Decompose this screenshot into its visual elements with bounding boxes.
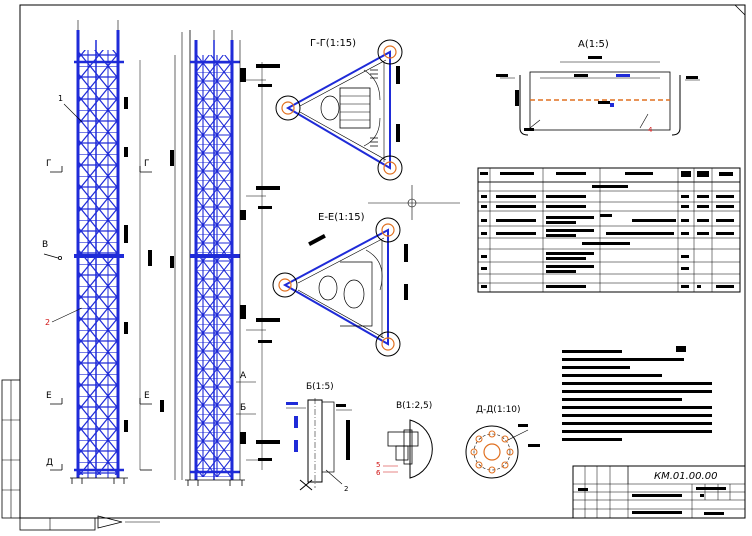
tower-middle [160,30,280,486]
cut-label-e-right: Е [144,391,150,401]
detail-b-view [286,398,352,491]
callout-2: 2 [45,318,50,327]
bottom-left-boxes [19,515,160,531]
view-title-section-d: Д-Д(1:10) [476,405,521,415]
technical-notes [562,346,712,441]
callout-6: 6 [376,469,381,477]
drawing-designation: КМ.01.00.00 [654,471,717,482]
section-g-triangle [275,39,403,181]
cut-label-v: В [42,240,48,250]
callout-5: 5 [376,461,380,469]
binding-strip [1,379,21,519]
cut-marks-left [43,166,152,471]
view-title-detail-a: А(1:5) [578,39,609,50]
detail-v-view [383,419,433,479]
callout-4: 4 [648,126,653,134]
cut-label-g-right: Г [144,159,150,169]
title-block [572,465,746,519]
view-title-detail-b: Б(1:5) [306,382,334,392]
cut-label-a: А [240,371,247,381]
cut-label-e-left: Е [46,391,52,401]
view-title-section-e: Е-Е(1:15) [318,212,365,223]
centre-crosshair [368,185,460,220]
detail-a-view [496,56,700,136]
callout-1: 1 [58,94,63,103]
view-title-detail-v: В(1:2,5) [396,401,432,411]
specification-table [477,167,741,293]
section-d-view [465,424,540,479]
cut-label-g-left: Г [46,159,52,169]
tower-left [70,20,152,484]
specification-table-fill [480,171,734,288]
view-title-section-g: Г-Г(1:15) [310,38,356,49]
sheet-frame [19,4,746,519]
section-e-triangle [272,217,408,357]
cut-label-b: Б [240,403,246,413]
cut-label-d-left: Д [46,458,53,468]
callout-2-b: 2 [344,485,348,493]
title-block-fill [578,487,726,515]
